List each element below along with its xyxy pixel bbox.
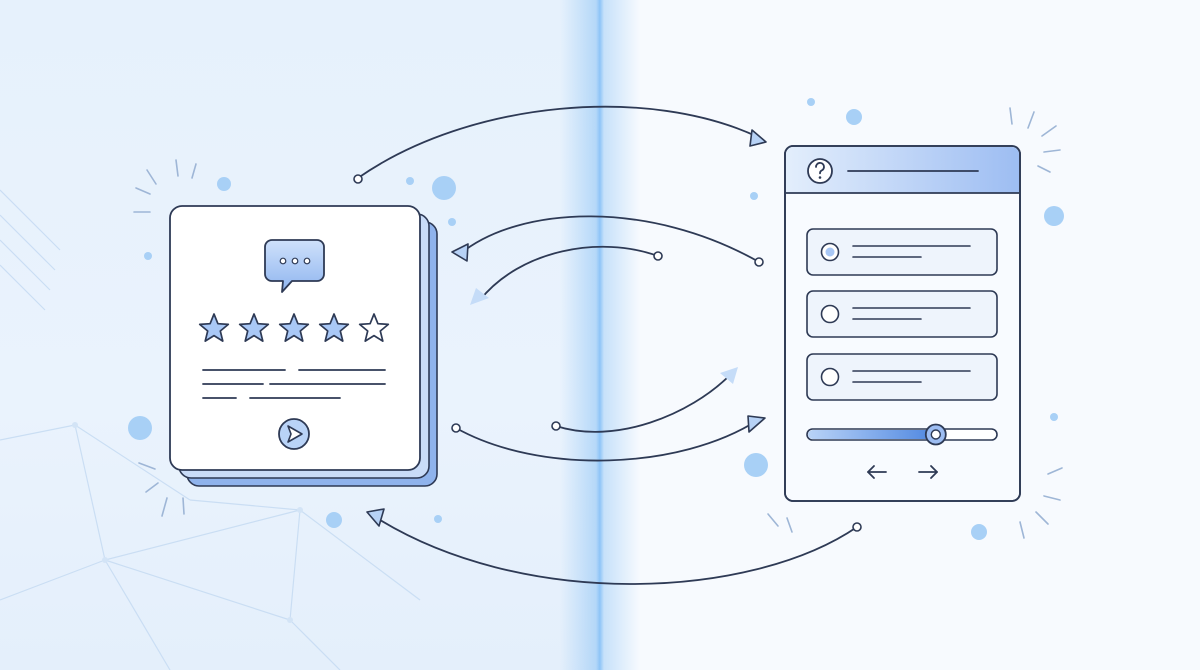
progress-slider[interactable] xyxy=(806,423,998,446)
question-icon xyxy=(807,158,833,184)
arrow-right-icon[interactable] xyxy=(918,465,938,479)
survey-panel xyxy=(784,145,1021,502)
arrowhead-return-upper xyxy=(451,243,469,262)
star-filled-icon[interactable] xyxy=(238,313,270,342)
radio-button[interactable] xyxy=(820,304,840,324)
survey-option[interactable] xyxy=(806,290,998,338)
review-text-lines xyxy=(202,369,386,399)
radio-selected-dot xyxy=(825,247,835,257)
connector-endpoints xyxy=(353,174,862,532)
network-nodes xyxy=(72,422,303,623)
arrow-path-inner-left xyxy=(479,245,659,301)
arrowhead-top xyxy=(749,129,767,147)
radio-button[interactable] xyxy=(820,367,840,387)
connector-arrowheads xyxy=(366,129,767,527)
survey-panel-header xyxy=(786,147,1019,193)
arrowhead-inner-right xyxy=(720,367,738,384)
center-divider-glow xyxy=(560,0,640,670)
send-icon xyxy=(287,425,303,443)
arrow-left-icon[interactable] xyxy=(867,465,887,479)
send-button[interactable] xyxy=(278,418,310,450)
arrow-path-top xyxy=(357,105,761,179)
arrow-path-bottom xyxy=(371,514,858,585)
chat-bubble-icon xyxy=(264,239,325,293)
survey-options xyxy=(806,228,998,401)
arrow-path-inner-right xyxy=(555,374,731,433)
star-filled-icon[interactable] xyxy=(198,313,230,342)
survey-option[interactable] xyxy=(806,353,998,401)
arrow-path-return-upper xyxy=(459,215,760,263)
survey-option[interactable] xyxy=(806,228,998,276)
star-filled-icon[interactable] xyxy=(278,313,310,342)
star-filled-icon[interactable] xyxy=(318,313,350,342)
arrowhead-bottom xyxy=(366,508,385,527)
arrow-path-lower xyxy=(455,419,759,462)
star-empty-icon[interactable] xyxy=(358,313,390,342)
connector-arrows xyxy=(357,105,858,585)
network-background xyxy=(0,189,421,670)
progress-fill xyxy=(808,430,936,439)
review-card-body xyxy=(169,205,421,471)
review-card xyxy=(169,205,438,487)
floating-dots xyxy=(128,98,1064,540)
arrowhead-lower xyxy=(747,415,766,433)
sparkle-rays xyxy=(133,107,1063,539)
star-rating[interactable] xyxy=(198,313,390,342)
progress-knob[interactable] xyxy=(924,423,947,446)
arrowhead-inner-left xyxy=(470,288,489,305)
